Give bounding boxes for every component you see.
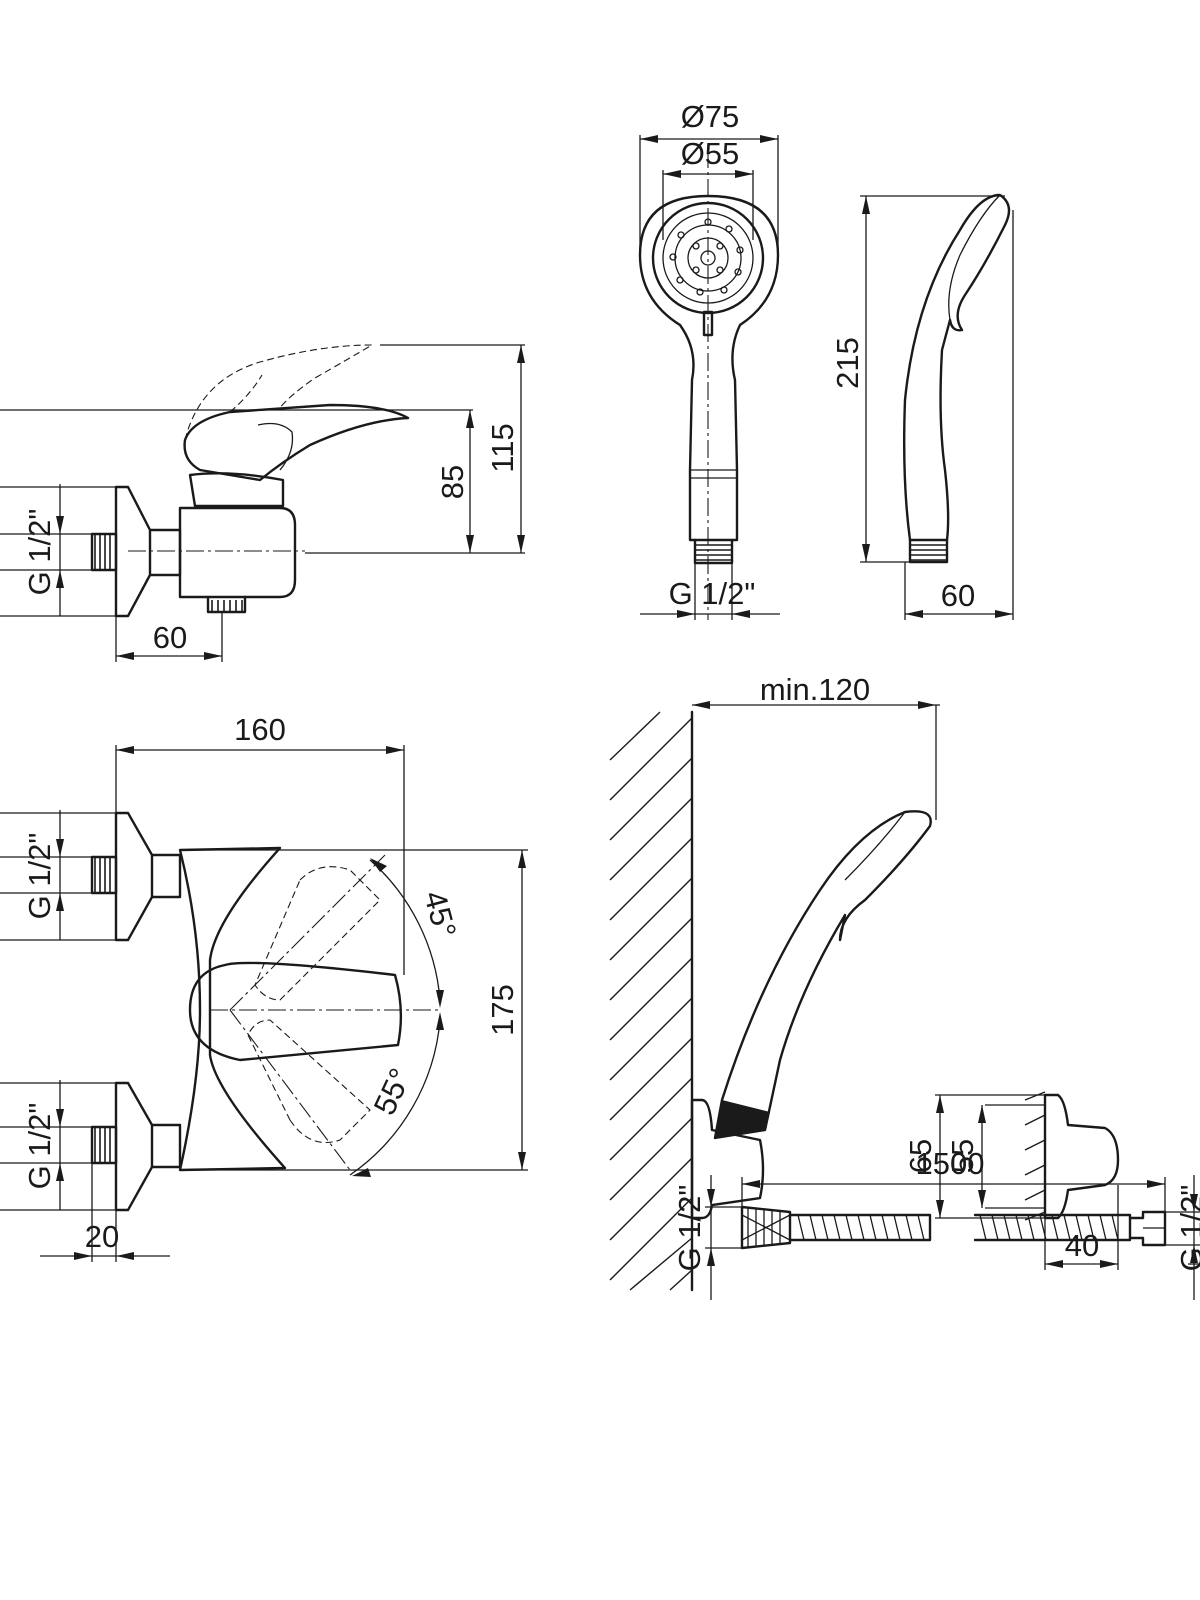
- hose-view: [705, 1175, 1200, 1300]
- mixer-side-depth-label: 60: [153, 620, 187, 655]
- mixer-lever-height-label: 115: [485, 423, 520, 472]
- shower-head-inner-diameter-label: Ø55: [681, 136, 740, 171]
- shower-head-outer-diameter-label: Ø75: [681, 99, 740, 134]
- mixer-body-height-label: 85: [435, 465, 470, 499]
- mixer-front-width-label: 160: [234, 712, 286, 747]
- mixer-front-view: [0, 745, 528, 1262]
- holder-height-outer-label: 65: [903, 1139, 938, 1173]
- wall-installation-view: [609, 701, 940, 1292]
- hose-length-label: 1500: [916, 1146, 985, 1181]
- mixer-front-thread-bottom-label: G 1/2": [22, 1103, 57, 1190]
- hose-thread-right-label: G 1/2": [1174, 1185, 1200, 1272]
- holder-height-inner-label: 55: [945, 1139, 980, 1173]
- wall-min-distance-label: min.120: [760, 672, 870, 707]
- holder-detail-view: [935, 1091, 1200, 1270]
- hose-thread-left-label: G 1/2": [672, 1185, 707, 1272]
- shower-head-front-view: [638, 135, 780, 620]
- mixer-side-thread-label: G 1/2": [22, 509, 57, 596]
- shower-head-length-label: 215: [830, 337, 865, 389]
- mixer-front-height-label: 175: [485, 984, 520, 1036]
- shower-head-depth-label: 60: [941, 578, 975, 613]
- shower-head-side-view: [860, 193, 1014, 620]
- mixer-side-view: [0, 344, 525, 662]
- shower-head-thread-label: G 1/2": [669, 576, 756, 611]
- mixer-front-thread-top-label: G 1/2": [22, 833, 57, 920]
- mixer-front-offset-label: 20: [85, 1219, 119, 1254]
- holder-depth-label: 40: [1065, 1228, 1099, 1263]
- mixer-angle-up-label: 45°: [417, 887, 463, 941]
